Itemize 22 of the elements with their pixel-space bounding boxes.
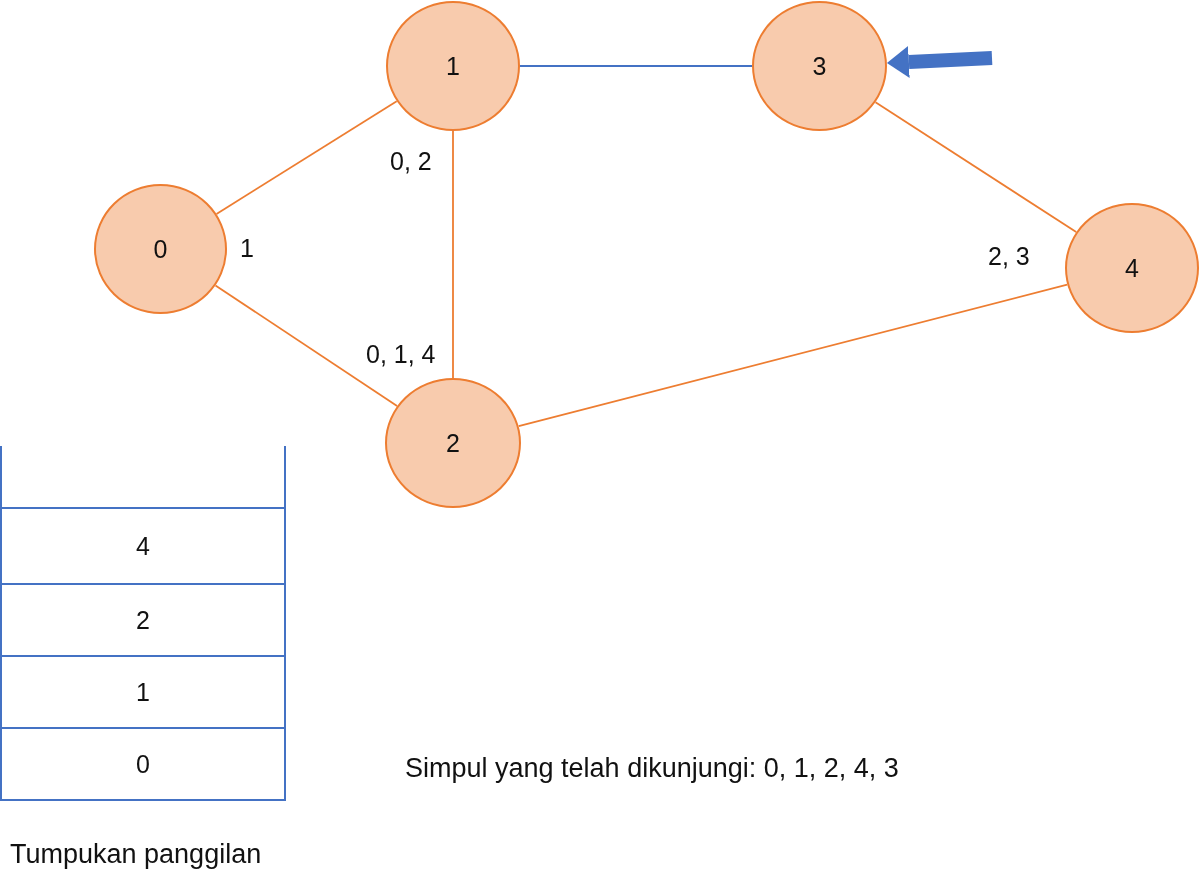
stack-entry: 0 [2,727,284,799]
node-note: 0, 1, 4 [366,339,436,369]
edge-line [215,100,398,215]
node-circle: 3 [752,1,887,131]
node-note: 0, 2 [390,146,432,176]
edge-line [519,65,753,67]
edge-line [214,284,398,407]
stack-entry: 1 [2,655,284,727]
node-note: 2, 3 [988,241,1030,271]
edge-line [874,101,1078,233]
node-circle: 0 [94,184,227,314]
visited-nodes-text: Simpul yang telah dikunjungi: 0, 1, 2, 4, 3 [405,752,899,785]
stack-caption: Tumpukan panggilan [10,838,262,871]
node-note: 1 [240,233,254,263]
node-circle: 2 [385,378,521,508]
node-circle: 1 [386,1,520,131]
stack-entry: 4 [2,507,284,583]
edge-line [517,283,1069,427]
edge-line [452,130,454,379]
stack-entry: 2 [2,583,284,655]
pointer-arrow [886,45,993,78]
node-circle: 4 [1065,203,1199,333]
